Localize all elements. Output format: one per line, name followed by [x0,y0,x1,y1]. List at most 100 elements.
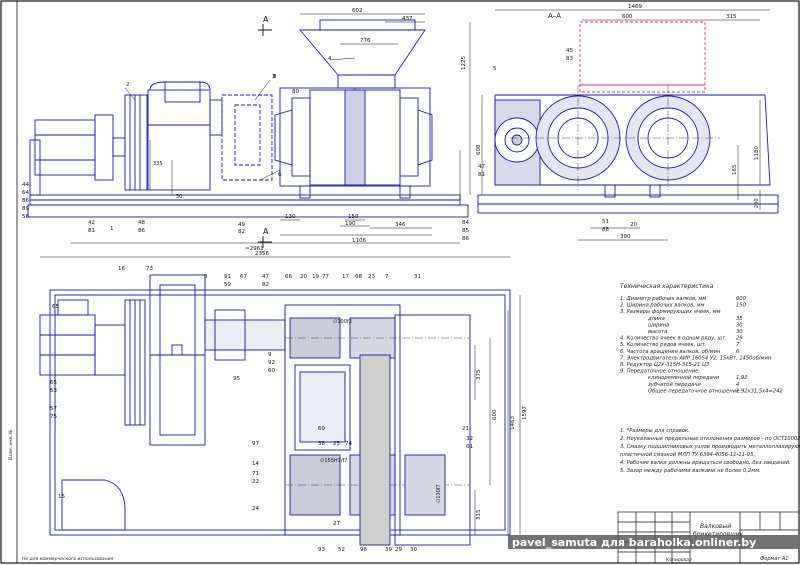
callout-label: 95 [233,376,240,382]
svg-text:165: 165 [732,164,738,175]
tech-row-value: 1,92 [736,375,748,381]
callout-label: 52 [338,547,345,553]
callout-label: 47 [478,164,485,170]
front-view-labels: 602 437 776 ≈2961 1106 130 150 190 346 8… [22,8,469,252]
tech-row-label: ширина [648,322,669,328]
callout-label: 91 [224,274,231,280]
tech-row-label: 9. Передаточное отношение: [620,369,700,375]
callout-label: 93 [318,547,325,553]
callout-label: 66 [285,274,292,280]
callout-label: 2 [126,82,130,88]
callout-label: 89 [22,206,29,212]
plan-roller-block [284,304,401,536]
callout-label: 69 [318,426,325,432]
callout-label: 7 [385,274,389,280]
callout-label: 14 [252,461,259,467]
tech-row-value: 30 [736,329,743,335]
svg-text:∅130f7: ∅130f7 [436,484,442,503]
callout-label: 24 [252,506,259,512]
svg-text:20: 20 [630,222,637,228]
svg-text:200: 200 [754,198,760,208]
svg-text:∅100f3: ∅100f3 [333,319,352,325]
callout-label: 56 [22,214,29,220]
section-aa-view [469,9,779,241]
callout-label: 22 [252,479,259,485]
callout-label: 68 [355,274,362,280]
sheet-format: Формат А1 [760,556,788,562]
tech-row-label: 7. Электродвигатель АИР 160S4 У2, 15кВт,… [620,355,772,361]
callout-label: 44 [22,182,29,188]
drawing-name-1: Валковый [700,523,731,530]
callout-label: 19 [312,274,319,280]
tech-note: пластичной смазкой МЛП ТУ 6394-4056-11-1… [620,452,755,458]
callout-label: 74 [345,441,352,447]
plan-guard [61,479,126,531]
svg-text:2356: 2356 [255,251,269,257]
svg-text:600: 600 [622,14,633,20]
callout-label: 71 [252,471,259,477]
tech-row-label: высота [648,329,667,335]
svg-text:600: 600 [492,409,498,420]
callout-label: 17 [342,274,349,280]
callout-label: 6 [278,172,282,178]
plan-frame [49,289,511,536]
callout-label: 88 [602,227,609,233]
callout-label: 25 [333,441,340,447]
svg-text:335: 335 [153,161,163,167]
svg-text:Техническая характеристика: Техническая характеристика [620,283,714,290]
callout-label: 82 [238,229,245,235]
svg-text:1469: 1469 [628,4,642,10]
tech-row-value: 6 [736,349,740,355]
callout-label: 39 [385,547,392,553]
svg-text:80: 80 [292,89,299,95]
callout-label: 23 [368,274,375,280]
copied-label: Копировал [666,557,692,563]
tech-row-label: 6. Частота вращения валков, об/мин [620,349,721,355]
callout-label: 61 [466,444,473,450]
svg-text:346: 346 [395,222,406,228]
tech-note: 3. Смазку подшипниковых узлов производит… [620,444,800,450]
tech-note: 1. *Размеры для справок. [620,428,690,434]
tech-row-label: 2. Ширина рабочих валков, мм [620,303,705,309]
callout-label: 97 [252,441,259,447]
section-aa-labels: А–А 1469 600 315 1225 608 1180 165 200 3… [461,4,760,240]
plan-gear [359,354,391,546]
callout-label: 86 [138,228,145,234]
callout-label: 60 [268,368,275,374]
tech-row-value: 600 [736,296,747,302]
section-mark-bottom: А [263,227,269,236]
tech-row-label: зубчатой передачи [648,382,701,388]
tech-row-value: 1,92х31,5х4=242 [736,388,783,394]
callout-label: 84 [462,220,469,226]
callout-label: 77 [322,274,329,280]
svg-text:315: 315 [726,14,737,20]
callout-label: 53 [50,388,57,394]
tech-note: 4. Рабочие валки должны вращаться свобод… [620,460,791,466]
svg-text:390: 390 [620,234,631,240]
svg-text:1463: 1463 [510,416,516,430]
tech-row-label: 5. Количество рядов ячеек, шт. [620,342,706,348]
side-stamp: Взам. инв. № [8,429,14,460]
svg-text:375: 375 [476,369,482,380]
callout-label: 47 [262,274,269,280]
tech-note: 2. Неуказанные предельные отклонения раз… [620,436,800,442]
plan-view-labels: 2356 1597 1463 600 375 315 ∅100f3 ∅155H7… [50,251,528,553]
tech-row-value: 35 [736,316,743,322]
tech-row-label: 1. Диаметр рабочих валков, мм [620,296,706,302]
tech-row-label: 3. Размеры формирующих ячеек, мм [620,309,721,315]
plan-view [39,256,521,546]
callout-label: 92 [268,360,275,366]
svg-text:≈2961: ≈2961 [245,246,264,252]
svg-text:∅155H7/f7: ∅155H7/f7 [320,458,347,464]
tech-row-label: Общее передаточное отношение [648,388,739,394]
svg-text:602: 602 [352,8,363,14]
callout-label: 9 [268,352,272,358]
callout-label: 67 [240,274,247,280]
callout-label: 3 [272,74,276,80]
callout-label: 73 [146,266,153,272]
tech-row-value: 4 [736,382,739,388]
callout-label: 16 [118,266,125,272]
svg-text:1106: 1106 [352,238,366,244]
